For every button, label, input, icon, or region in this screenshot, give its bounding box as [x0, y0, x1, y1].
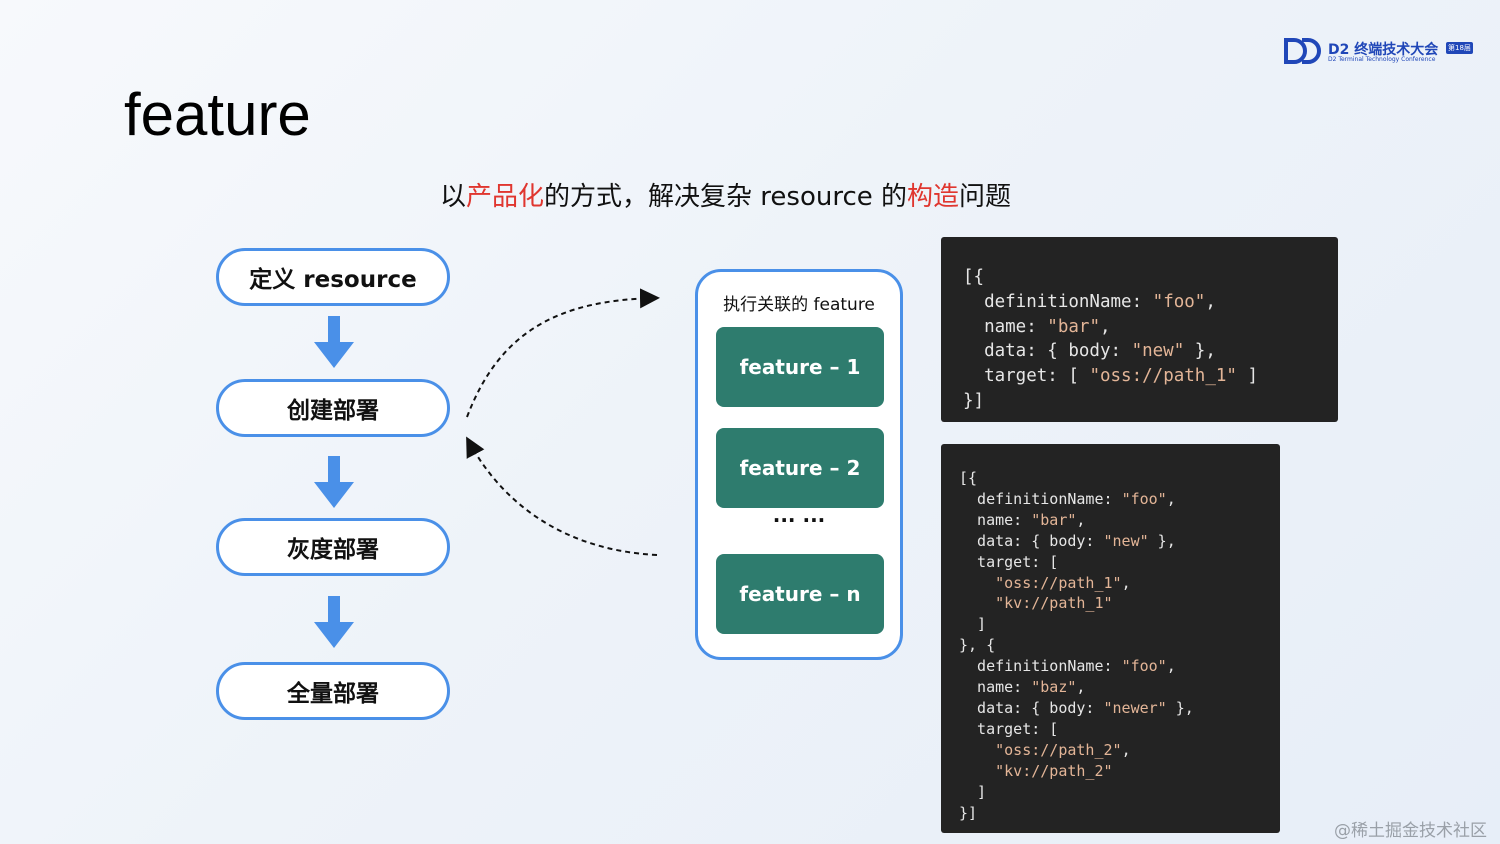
feature-panel-title: 执行关联的 feature — [723, 295, 875, 315]
code-token — [959, 574, 995, 592]
code-string: "oss://path_1" — [1089, 366, 1237, 387]
code-token: [{ — [959, 469, 978, 487]
code-token: name: — [959, 678, 1032, 697]
d2-logo-icon — [1284, 38, 1321, 64]
code-token — [959, 762, 995, 780]
dashed-arrow-to-feature-panel — [466, 288, 660, 418]
code-string: "kv://path_2" — [995, 761, 1113, 780]
dashed-arrow-back-to-create-deploy — [466, 436, 658, 556]
step-gray-deploy: 灰度部署 — [216, 518, 450, 576]
code-token: target: [ — [959, 719, 1059, 738]
code-token: definitionName: — [963, 291, 1153, 312]
code-string: "oss://path_1" — [995, 573, 1122, 592]
feature-item-1: feature – 1 — [716, 327, 884, 407]
code-token — [959, 594, 995, 612]
code-token: definitionName: — [959, 657, 1122, 676]
code-token: ] — [959, 782, 987, 801]
code-string: "new" — [1103, 531, 1149, 550]
code-token: target: [ — [959, 552, 1059, 571]
subtitle-highlight-1: 产品化 — [466, 182, 545, 212]
code-string: "baz" — [1031, 678, 1077, 697]
code-string: "foo" — [1152, 291, 1206, 312]
page-title: feature — [124, 81, 311, 148]
feature-panel: 执行关联的 feature feature – 1 feature – 2 ··… — [695, 269, 903, 660]
code-token: target: [ — [963, 366, 1090, 387]
code-token: data: { body: — [963, 341, 1132, 362]
code-token: , — [1076, 678, 1086, 697]
code-token: [{ — [963, 267, 985, 287]
code-token: , — [1166, 657, 1176, 676]
subtitle-text-3: 问题 — [959, 182, 1012, 212]
code-token: }] — [963, 390, 985, 411]
code-token: definitionName: — [959, 489, 1122, 508]
logo-title: D2 终端技术大会 — [1328, 42, 1439, 58]
down-arrow-icon — [314, 596, 354, 648]
code-token: , — [1166, 489, 1176, 508]
step-define-resource: 定义 resource — [216, 248, 450, 306]
code-token: ] — [1236, 366, 1259, 387]
code-text: [{ definitionName: "foo", name: "bar", d… — [963, 265, 1338, 414]
code-token: ] — [959, 615, 987, 634]
feature-item-n: feature – n — [716, 554, 884, 634]
code-token: }, { — [959, 636, 996, 655]
code-string: "newer" — [1103, 698, 1167, 717]
down-arrow-icon — [314, 316, 354, 368]
down-arrow-icon — [314, 456, 354, 508]
feature-ellipsis: ··· ··· — [772, 508, 826, 532]
code-token: name: — [963, 316, 1048, 337]
code-token: }] — [959, 803, 978, 822]
code-token: , — [1121, 740, 1131, 759]
code-string: "kv://path_1" — [995, 594, 1113, 613]
code-token: }, — [1148, 531, 1176, 550]
step-full-deploy: 全量部署 — [216, 662, 450, 720]
conference-logo: D2 终端技术大会 第18届 D2 Terminal Technology Co… — [1284, 38, 1484, 66]
subtitle-highlight-2: 构造 — [907, 182, 960, 212]
code-string: "bar" — [1047, 316, 1100, 337]
code-string: "oss://path_2" — [995, 740, 1122, 759]
code-string: "bar" — [1031, 510, 1077, 529]
code-token: , — [1121, 573, 1131, 592]
code-string: "foo" — [1121, 489, 1167, 508]
code-token: }, — [1184, 341, 1216, 362]
code-token: data: { body: — [959, 698, 1104, 717]
step-create-deploy: 创建部署 — [216, 379, 450, 437]
code-token — [959, 741, 995, 759]
subtitle-text-1: 以 — [440, 182, 467, 212]
code-token: , — [1076, 510, 1086, 529]
code-text: [{ definitionName: "foo", name: "bar", d… — [959, 468, 1280, 823]
logo-badge: 第18届 — [1446, 42, 1473, 54]
code-token: data: { body: — [959, 531, 1104, 550]
code-token: name: — [959, 510, 1032, 529]
code-token: }, — [1166, 698, 1194, 717]
code-token: , — [1099, 316, 1111, 337]
code-token: , — [1205, 291, 1216, 312]
code-block-single: [{ definitionName: "foo", name: "bar", d… — [941, 237, 1338, 422]
subtitle-text-2: 的方式，解决复杂 resource 的 — [544, 182, 908, 212]
logo-subtitle: D2 Terminal Technology Conference — [1328, 56, 1436, 63]
code-block-multi: [{ definitionName: "foo", name: "bar", d… — [941, 444, 1280, 833]
code-string: "new" — [1131, 341, 1185, 362]
watermark: @稀土掘金技术社区 — [1334, 821, 1487, 841]
feature-item-2: feature – 2 — [716, 428, 884, 508]
code-string: "foo" — [1121, 657, 1167, 676]
subtitle: 以产品化的方式，解决复杂 resource 的构造问题 — [440, 176, 1011, 213]
